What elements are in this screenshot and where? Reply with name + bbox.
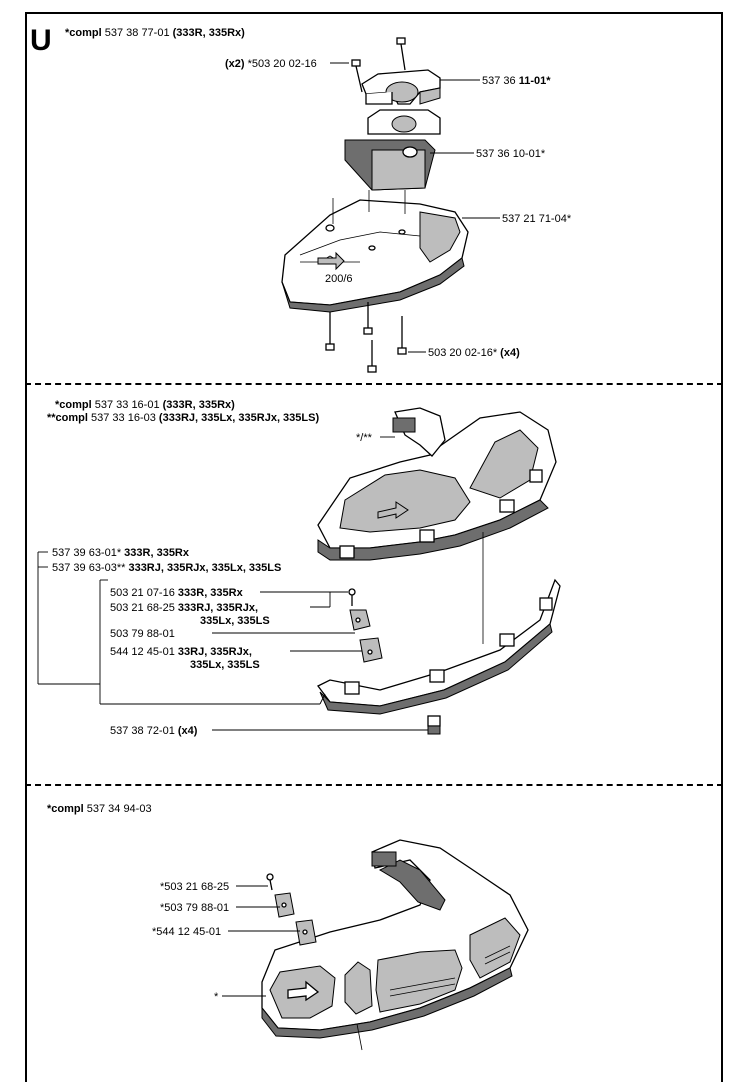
callout-clip-number: 537 38 72-01 <box>110 725 178 737</box>
callout-guard: 537 21 71-04* <box>502 213 572 225</box>
callout-screw-bottom: 503 20 02-16* (x4) <box>428 347 520 359</box>
section3-header-number: 537 34 94-03 <box>84 803 152 815</box>
star-marker: */** <box>356 432 373 444</box>
callout-screw-1: 503 21 07-16 333R, 335Rx <box>110 587 244 599</box>
callout-clamp-top-number: 537 36 <box>482 75 519 87</box>
callout-knife-number: 544 12 45-01 <box>110 646 178 658</box>
callout-knife-models-a: 33RJ, 335RJx, <box>178 646 252 658</box>
callout-skirt-1-models: 333R, 335Rx <box>124 547 190 559</box>
callout-screw-2: 503 21 68-25 333RJ, 335RJx, <box>110 602 258 614</box>
section2-header-2-models: (333RJ, 335Lx, 335RJx, 335LS) <box>159 412 320 424</box>
section2-header-2: **compl 537 33 16-03 (333RJ, 335Lx, 335R… <box>47 412 319 424</box>
leader-guard-drain <box>356 1023 363 1051</box>
section1-header: *compl 537 38 77-01 (333R, 335Rx) <box>65 27 245 39</box>
section2-header-1: *compl 537 33 16-01 (333R, 335Rx) <box>55 399 235 411</box>
top-screw-left <box>351 59 363 93</box>
knife-section3 <box>295 919 317 946</box>
bottom-screw-2 <box>363 302 373 335</box>
knife-section2 <box>359 637 383 663</box>
callout-screw-1-models: 333R, 335Rx <box>178 587 244 599</box>
section1-header-prefix: *compl <box>65 27 102 39</box>
callout-s3-guard: * <box>214 991 219 1003</box>
callout-screw-2-line2: 335Lx, 335LS <box>200 615 270 627</box>
callout-skirt-2-number: 537 39 63-03** <box>52 562 128 574</box>
guard-body-section2 <box>317 407 557 561</box>
callout-skirt-1-number: 537 39 63-01* <box>52 547 124 559</box>
callout-screw-top-number: *503 20 02-16 <box>245 58 317 70</box>
callout-screw-2-number: 503 21 68-25 <box>110 602 178 614</box>
callout-clamp-top-suffix: 11-01* <box>519 75 552 87</box>
top-screw-right <box>396 37 406 71</box>
diagram-frame <box>25 12 723 1082</box>
plate-section2 <box>349 609 371 631</box>
callout-s3-plate: *503 79 88-01 <box>160 902 229 914</box>
section2-header-1-prefix: *compl <box>55 399 92 411</box>
section2-header-2-prefix: **compl <box>47 412 88 424</box>
callout-plate: 503 79 88-01 <box>110 628 175 640</box>
callout-s3-screw: *503 21 68-25 <box>160 881 229 893</box>
clip-section2 <box>427 715 441 735</box>
callout-skirt-2-models: 333RJ, 335RJx, 335Lx, 335LS <box>128 562 281 574</box>
callout-knife-line2: 335Lx, 335LS <box>190 659 260 671</box>
screw-section2 <box>348 588 356 606</box>
callout-clip-qty: (x4) <box>178 725 198 737</box>
bottom-screw-1 <box>325 312 335 351</box>
callout-screw-1-number: 503 21 07-16 <box>110 587 178 599</box>
guard-skirt <box>317 578 561 715</box>
callout-clamp-top: 537 36 11-01* <box>482 75 551 87</box>
section2-header-2-number: 537 33 16-03 <box>88 412 159 424</box>
section-divider-1 <box>25 383 723 385</box>
guard-body-section3 <box>261 839 529 1039</box>
bottom-screw-4 <box>397 316 407 355</box>
section-divider-2 <box>25 784 723 786</box>
section3-header-prefix: *compl <box>47 803 84 815</box>
plate-section3 <box>274 892 295 918</box>
upper-clamp <box>361 69 441 105</box>
leader-skirt-tip <box>319 693 326 705</box>
guard-marking: 200/6 <box>325 273 353 285</box>
callout-clamp-bottom: 537 36 10-01* <box>476 148 546 160</box>
section3-header: *compl 537 34 94-03 <box>47 803 152 815</box>
section2-header-1-models: (333R, 335Rx) <box>163 399 235 411</box>
callout-skirt-2: 537 39 63-03** 333RJ, 335RJx, 335Lx, 335… <box>52 562 281 574</box>
trimmer-guard: 200/6 <box>281 199 469 313</box>
section-letter: U <box>30 24 52 57</box>
callout-screw-top-qty: (x2) <box>225 58 245 70</box>
callout-screw-bottom-qty: (x4) <box>497 347 520 359</box>
section1-header-number: 537 38 77-01 <box>102 27 173 39</box>
callout-screw-top: (x2) *503 20 02-16 <box>225 58 317 70</box>
callout-skirt-1: 537 39 63-01* 333R, 335Rx <box>52 547 190 559</box>
callout-clip: 537 38 72-01 (x4) <box>110 725 198 737</box>
screw-section3 <box>266 873 274 891</box>
section2-header-1-number: 537 33 16-01 <box>92 399 163 411</box>
callout-screw-bottom-number: 503 20 02-16* <box>428 347 498 359</box>
section1-header-models: (333R, 335Rx) <box>173 27 245 39</box>
lower-clamp <box>344 109 441 191</box>
bottom-screw-3 <box>367 340 377 373</box>
callout-screw-2-models-a: 333RJ, 335RJx, <box>178 602 258 614</box>
callout-s3-knife: *544 12 45-01 <box>152 926 221 938</box>
callout-knife: 544 12 45-01 33RJ, 335RJx, <box>110 646 252 658</box>
